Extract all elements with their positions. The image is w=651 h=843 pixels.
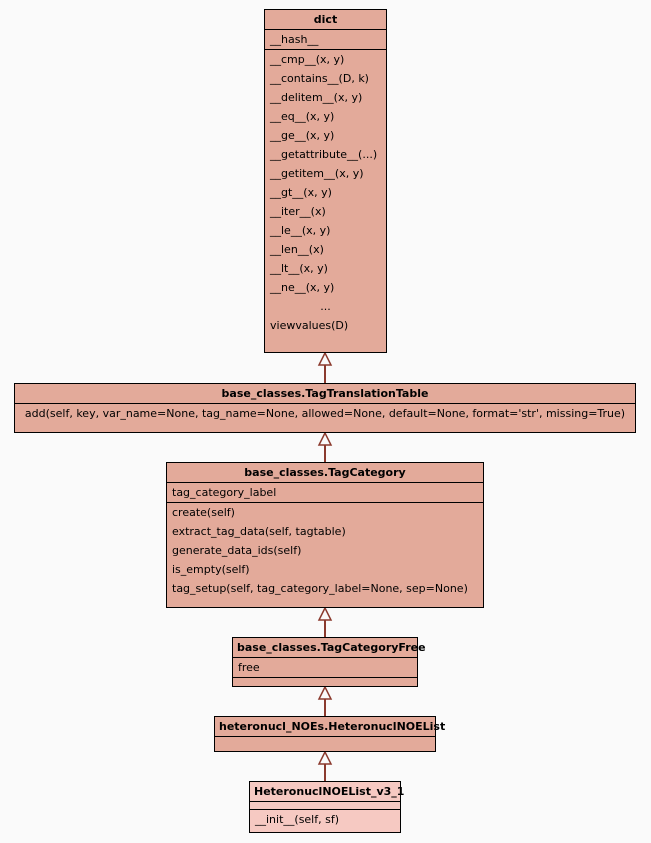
class-methods-dict: __cmp__(x, y) __contains__(D, k) __delit… [265, 49, 386, 335]
class-title-heteronuclnoelist: heteronucl_NOEs.HeteronuclNOEList [219, 720, 446, 733]
method-row: extract_tag_data(self, tagtable) [172, 525, 346, 538]
method-row: __getitem__(x, y) [270, 167, 364, 180]
method-row: __cmp__(x, y) [270, 53, 345, 66]
method-row: __iter__(x) [270, 205, 326, 218]
class-box-tagtranslationtable[interactable]: base_classes.TagTranslationTable add(sel… [14, 383, 636, 433]
method-row: __le__(x, y) [270, 224, 331, 237]
attribute-row: free [238, 661, 260, 674]
class-box-tagcategory[interactable]: base_classes.TagCategory tag_category_la… [166, 462, 484, 608]
method-row: __eq__(x, y) [270, 110, 335, 123]
method-row-ellipsis: ... [320, 300, 331, 313]
class-box-tagcategoryfree[interactable]: base_classes.TagCategoryFree free [232, 637, 426, 687]
class-title-tagtranslationtable: base_classes.TagTranslationTable [221, 387, 429, 400]
method-row: __init__(self, sf) [255, 813, 340, 826]
class-title-tagcategoryfree: base_classes.TagCategoryFree [237, 641, 426, 654]
class-attributes-heteronuclnoelist-v3-1 [250, 801, 400, 809]
class-methods-tagtranslationtable: add(self, key, var_name=None, tag_name=N… [15, 403, 635, 423]
method-row: generate_data_ids(self) [172, 544, 302, 557]
method-row: __contains__(D, k) [270, 72, 369, 85]
method-row: __len__(x) [270, 243, 324, 256]
class-box-heteronuclnoelist[interactable]: heteronucl_NOEs.HeteronuclNOEList [214, 716, 446, 752]
method-row: __delitem__(x, y) [270, 91, 363, 104]
method-row: __gt__(x, y) [270, 186, 332, 199]
method-row: viewvalues(D) [270, 319, 349, 332]
class-box-heteronuclnoelist-v3-1[interactable]: HeteronuclNOEList_v3_1 __init__(self, sf… [249, 781, 405, 833]
method-row: __getattribute__(...) [270, 148, 378, 161]
class-methods-tagcategory: create(self) extract_tag_data(self, tagt… [167, 502, 483, 598]
method-row: tag_setup(self, tag_category_label=None,… [172, 582, 468, 595]
class-title-tagcategory: base_classes.TagCategory [244, 466, 406, 479]
method-row: __lt__(x, y) [270, 262, 328, 275]
class-title-dict: dict [313, 13, 338, 26]
class-methods-heteronuclnoelist-v3-1: __init__(self, sf) [250, 809, 400, 829]
method-row: create(self) [172, 506, 235, 519]
attribute-row: __hash__ [270, 33, 319, 46]
method-row: is_empty(self) [172, 563, 250, 576]
class-attributes-tagcategoryfree: free [233, 657, 417, 677]
class-methods-tagcategoryfree [233, 677, 417, 693]
class-title-heteronuclnoelist-v3-1: HeteronuclNOEList_v3_1 [254, 785, 405, 798]
class-box-dict[interactable]: dict __hash__ __cmp__(x, y) __contains__… [264, 9, 387, 353]
attribute-row: tag_category_label [172, 486, 277, 499]
method-row: __ne__(x, y) [270, 281, 335, 294]
class-attributes-tagcategory: tag_category_label [167, 482, 483, 502]
class-attributes-dict: __hash__ [265, 29, 386, 49]
method-row: add(self, key, var_name=None, tag_name=N… [24, 407, 626, 420]
class-attributes-heteronuclnoelist [215, 736, 435, 752]
method-row: __ge__(x, y) [270, 129, 335, 142]
